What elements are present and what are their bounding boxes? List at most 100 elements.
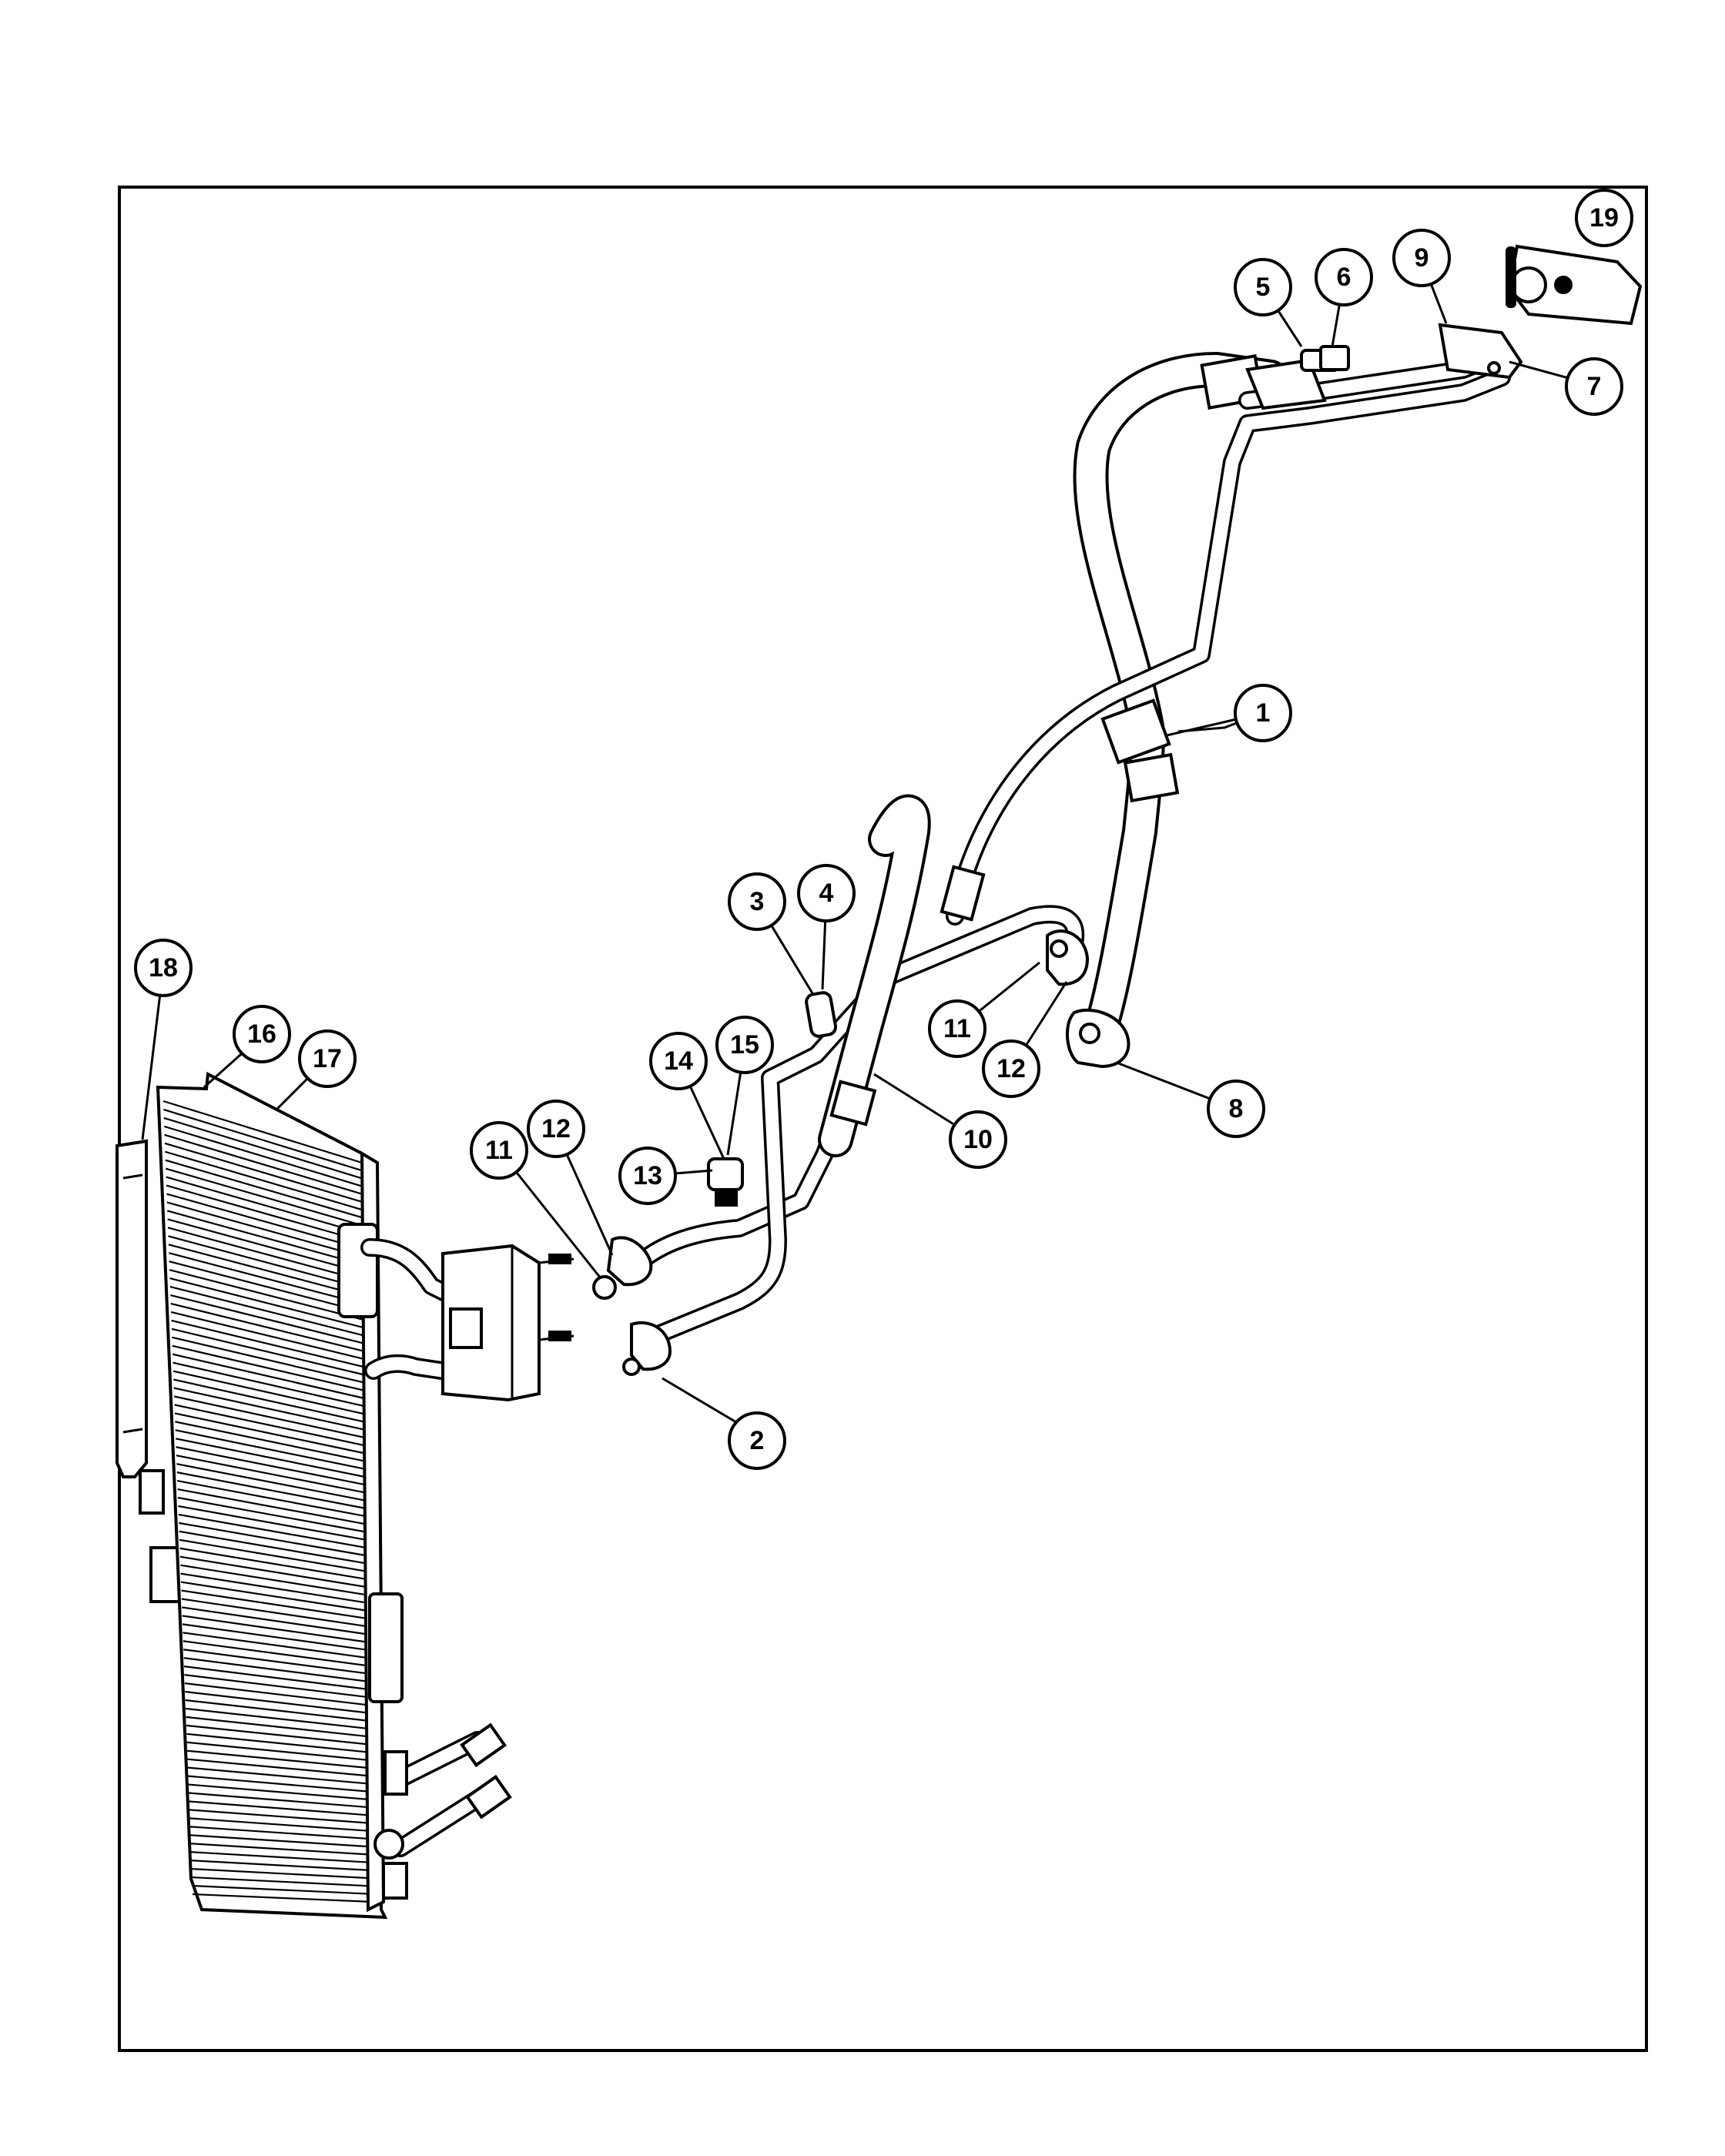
condenser-fin (165, 1159, 363, 1219)
condenser-fin (187, 1749, 372, 1769)
suction-line (940, 323, 1523, 1065)
condenser-fin (173, 1378, 367, 1424)
condenser-fin (175, 1429, 367, 1471)
callout-19: 19 (1575, 189, 1633, 247)
condenser-fin (163, 1116, 363, 1180)
svg-text:14: 14 (664, 1046, 693, 1076)
condenser-fin (173, 1387, 367, 1431)
callout-6: 6 (1315, 248, 1373, 306)
svg-text:18: 18 (149, 953, 178, 983)
condenser-fin (179, 1538, 369, 1573)
svg-text:11: 11 (943, 1014, 971, 1043)
condenser-fin (166, 1184, 363, 1243)
svg-text:12: 12 (541, 1114, 571, 1143)
svg-text:8: 8 (1229, 1094, 1244, 1123)
svg-text:3: 3 (750, 887, 765, 916)
condenser-fin (169, 1260, 365, 1314)
callout-17: 17 (298, 1029, 357, 1088)
condenser-fin (191, 1860, 373, 1872)
liquid-line (630, 795, 1085, 1345)
condenser-fin (171, 1327, 366, 1376)
condenser-fin (192, 1893, 374, 1903)
callout-7: 7 (1565, 357, 1623, 416)
condenser-fin (168, 1252, 365, 1305)
condenser-fin (189, 1792, 373, 1809)
svg-text:7: 7 (1587, 372, 1602, 401)
condenser-fin (179, 1522, 369, 1557)
callout-14: 14 (649, 1032, 708, 1090)
condenser-fin (175, 1421, 367, 1463)
condenser-fin (183, 1657, 370, 1683)
condenser-assembly (116, 1071, 512, 1920)
callout-9: 9 (1392, 229, 1451, 287)
svg-text:4: 4 (819, 879, 834, 908)
condenser-fin (187, 1758, 372, 1777)
diagram-frame (118, 186, 1648, 2052)
condenser-fin (166, 1193, 364, 1250)
condenser-fin (166, 1176, 363, 1234)
condenser-fin (164, 1142, 363, 1204)
callout-8: 8 (1207, 1080, 1265, 1138)
condenser-fin (186, 1716, 371, 1738)
condenser-fin (170, 1294, 365, 1344)
condenser-fin (183, 1632, 370, 1659)
condenser-fin (163, 1108, 363, 1172)
condenser-fin (172, 1353, 367, 1400)
callout-15: 15 (715, 1016, 774, 1074)
condenser-fin (169, 1285, 365, 1337)
condenser-fin (171, 1319, 366, 1368)
svg-text:19: 19 (1589, 203, 1619, 233)
condenser-fin (179, 1530, 369, 1565)
condenser-fin (189, 1817, 373, 1833)
condenser-fin (170, 1311, 366, 1361)
condenser-fin (185, 1690, 371, 1714)
svg-text:13: 13 (633, 1161, 662, 1190)
condenser-fins (162, 1100, 374, 1903)
condenser-fin (183, 1666, 370, 1691)
condenser-fin (185, 1707, 371, 1730)
condenser-fin (166, 1201, 364, 1258)
condenser-fin (187, 1766, 372, 1785)
condenser-fin (180, 1572, 370, 1605)
condenser-fin (192, 1876, 373, 1887)
condenser-fin (182, 1615, 370, 1644)
condenser-fin (164, 1133, 363, 1195)
condenser-fin (165, 1150, 363, 1211)
condenser-fin (176, 1471, 368, 1510)
condenser-fin (176, 1463, 368, 1502)
condenser-fin (175, 1438, 367, 1478)
condenser-fin (191, 1868, 373, 1880)
condenser-fin (166, 1210, 364, 1266)
callout-10: 10 (949, 1110, 1007, 1169)
condenser-fin (172, 1361, 367, 1408)
svg-text:9: 9 (1415, 243, 1429, 273)
condenser-fin (168, 1244, 364, 1297)
svg-text:2: 2 (750, 1426, 765, 1455)
condenser-fin (190, 1851, 373, 1864)
condenser-fin (180, 1581, 370, 1612)
svg-text:11: 11 (485, 1136, 513, 1165)
condenser-fin (186, 1732, 372, 1754)
condenser-fin (186, 1724, 371, 1746)
condenser-fin (186, 1741, 372, 1762)
condenser-fin (162, 1100, 363, 1164)
condenser-fin (176, 1480, 368, 1518)
condenser-fin (163, 1125, 363, 1187)
condenser-fin (183, 1640, 370, 1667)
condenser-fin (188, 1775, 372, 1793)
callout-16: 16 (233, 1005, 291, 1063)
svg-text:12: 12 (996, 1054, 1026, 1083)
svg-text:17: 17 (313, 1044, 342, 1073)
condenser-fin (184, 1682, 371, 1706)
condenser-connector-tubes (360, 1238, 574, 1402)
sealing-block (441, 1244, 541, 1402)
condenser-fin (178, 1513, 369, 1549)
condenser-fin (167, 1227, 364, 1282)
condenser-fin (182, 1623, 370, 1652)
callout-11a: 11 (928, 999, 986, 1058)
condenser-fin (190, 1843, 373, 1856)
condenser-fin (178, 1505, 368, 1542)
svg-text:1: 1 (1256, 698, 1271, 728)
callout-13: 13 (618, 1147, 677, 1205)
